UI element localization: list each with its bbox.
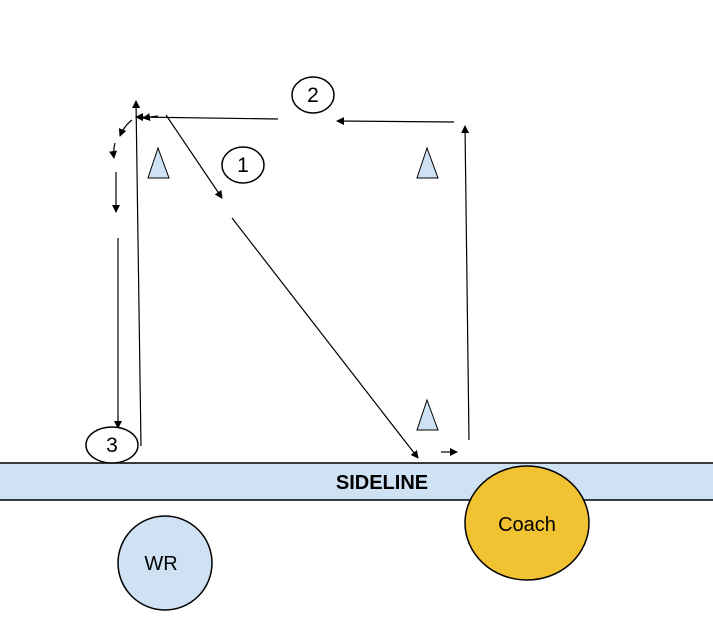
step-3: 3 bbox=[85, 426, 139, 464]
step-3-label: 3 bbox=[106, 434, 118, 457]
step-1-circle bbox=[221, 146, 265, 184]
step-3-circle bbox=[85, 426, 139, 464]
wr-label: WR bbox=[144, 553, 177, 575]
route-right-vertical bbox=[461, 125, 470, 441]
route-curve-c bbox=[109, 142, 117, 159]
sideline-label: SIDELINE bbox=[336, 472, 428, 494]
sideline-band bbox=[0, 462, 713, 501]
route-diagonal-long bbox=[231, 217, 419, 459]
coach-circle bbox=[464, 465, 590, 581]
step-1-label: 1 bbox=[237, 154, 249, 177]
route-curve-a bbox=[142, 113, 159, 122]
route-lines bbox=[109, 100, 470, 459]
coach-label: Coach bbox=[498, 514, 556, 536]
sideline: SIDELINE bbox=[0, 462, 713, 501]
player-wr: WR bbox=[117, 515, 213, 611]
wr-circle bbox=[117, 515, 213, 611]
step-2-label: 2 bbox=[307, 84, 319, 107]
route-diagonal-short bbox=[165, 114, 223, 199]
player-coach: Coach bbox=[464, 465, 590, 581]
cone-top-left bbox=[147, 146, 170, 179]
step-2: 2 bbox=[291, 76, 335, 114]
route-top-right-segment bbox=[336, 117, 455, 126]
cone-top-right bbox=[416, 146, 439, 179]
route-left-up bbox=[132, 100, 142, 447]
route-top-left-segment bbox=[135, 113, 279, 122]
step-2-circle bbox=[291, 76, 335, 114]
cone-bottom-right bbox=[416, 398, 439, 431]
step-1: 1 bbox=[221, 146, 265, 184]
route-curve-b bbox=[118, 119, 133, 137]
